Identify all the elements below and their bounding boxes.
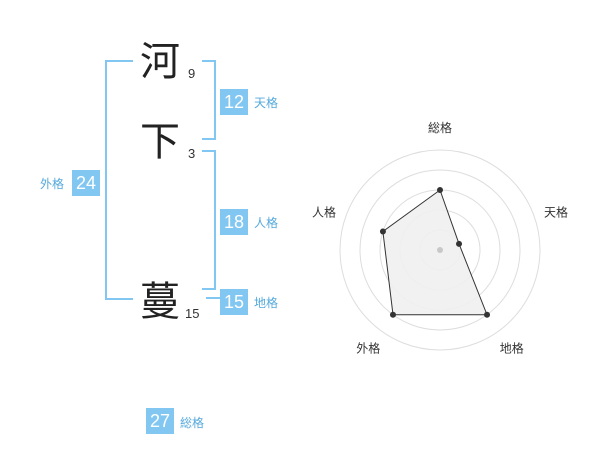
soukaku-value: 27 — [146, 408, 174, 434]
radar-points — [379, 187, 491, 318]
radar-ring — [359, 169, 521, 331]
jinkaku-label: 人格 — [254, 216, 279, 230]
radar-axis-label-2: 地格 — [500, 341, 524, 356]
tenkaku-label: 天格 — [254, 96, 279, 110]
radar-point-3 — [389, 311, 396, 318]
radar-data-polygon — [382, 189, 488, 316]
radar-center-dot — [437, 247, 443, 253]
radar-axis-label-3: 外格 — [356, 341, 380, 356]
soukaku-label: 総格 — [180, 416, 205, 430]
tenkaku-value: 12 — [220, 89, 248, 115]
radar-point-0 — [437, 187, 443, 193]
gaikaku-value: 24 — [72, 170, 100, 196]
name-char-2: 下 — [140, 119, 180, 165]
name-char-1: 河 — [140, 39, 180, 85]
chikaku-value: 15 — [220, 289, 248, 315]
chikaku-label: 地格 — [254, 296, 279, 310]
gaikaku-label: 外格 — [40, 177, 65, 191]
stroke-count-3: 15 — [185, 306, 200, 321]
jinkaku-value: 18 — [220, 209, 248, 235]
radar-point-2 — [484, 311, 491, 318]
stroke-count-2: 3 — [188, 146, 196, 161]
tenkaku-bracket — [202, 60, 216, 140]
gaikaku-bracket — [105, 60, 133, 300]
jinkaku-bracket — [202, 150, 216, 290]
radar-axis-label-0: 総格 — [428, 120, 452, 135]
chikaku-connector — [206, 297, 220, 299]
radar-axis-label-1: 天格 — [544, 204, 568, 219]
name-char-3: 蔓 — [140, 279, 180, 325]
radar-ring — [339, 149, 541, 351]
stroke-count-1: 9 — [188, 66, 196, 81]
radar-point-4 — [379, 228, 386, 235]
radar-axis-label-4: 人格 — [312, 204, 336, 219]
radar-point-1 — [456, 240, 463, 247]
